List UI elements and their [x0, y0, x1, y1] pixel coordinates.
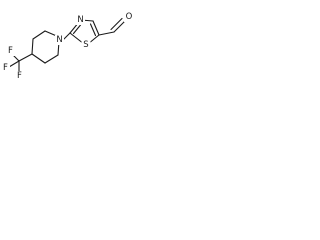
bond-c4p-cf3 — [18, 53, 33, 62]
aldehyde-group — [98, 17, 127, 36]
piperidine-ring — [31, 30, 60, 64]
bond-c2-n3-double — [72, 24, 82, 35]
bond-cho-o-double — [110, 17, 123, 31]
bond-c4-c5 — [92, 20, 100, 36]
aldehyde-oxygen-label: O — [126, 12, 133, 22]
bond-cf3-f-left — [8, 60, 20, 68]
bond-c4p-c5p — [31, 53, 46, 64]
fluorine-left-label: F — [3, 63, 8, 73]
molecule-diagram: N N S O F F F — [1, 12, 134, 81]
fluorine-top-label: F — [8, 46, 13, 56]
fluorine-bottom-label: F — [17, 71, 22, 81]
bond-c5p-c6p — [44, 54, 59, 64]
bond-c5-cho — [98, 31, 115, 36]
bond-c4-c5-double — [89, 23, 97, 37]
bond-c2p-c3p — [32, 30, 46, 40]
piperidine-nitrogen-label: N — [56, 35, 62, 45]
thiazole-sulfur-label: S — [83, 40, 88, 50]
bond-c3p-c4p — [31, 38, 34, 55]
atom-labels: N N S O F F F — [1, 12, 134, 81]
thiazole-nitrogen-label: N — [77, 15, 83, 25]
